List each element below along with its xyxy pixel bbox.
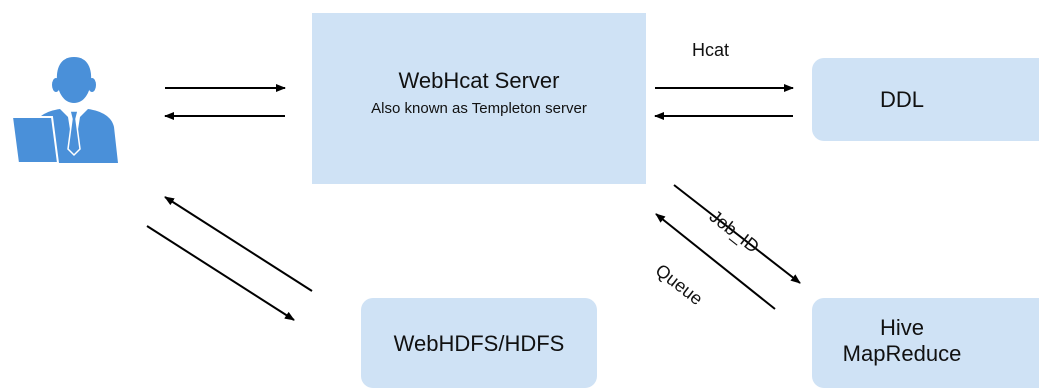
webhcat-title: WebHcat Server (398, 68, 560, 93)
hive-mapreduce-box: Hive MapReduce (812, 298, 1039, 388)
arrow-webhcat-to-hive (673, 184, 801, 284)
webhdfs-box: WebHDFS/HDFS (361, 298, 597, 388)
ddl-label: DDL (879, 86, 924, 112)
hive-label: Hive (879, 315, 924, 340)
webhdfs-label: WebHDFS/HDFS (393, 331, 565, 356)
user-at-computer-icon (12, 57, 118, 164)
webhcat-subtitle: Also known as Templeton server (371, 100, 587, 117)
arrows-layer (146, 84, 801, 321)
arrow-hdfs-to-user (164, 196, 313, 292)
webhcat-server-box: WebHcat Server Also known as Templeton s… (312, 13, 646, 184)
ddl-box: DDL (812, 58, 1039, 141)
arrow-user-to-hdfs (146, 225, 295, 321)
arrow-hive-to-webhcat (655, 213, 776, 310)
mapreduce-label: MapReduce (842, 341, 962, 366)
hcat-label: Hcat (692, 40, 730, 60)
